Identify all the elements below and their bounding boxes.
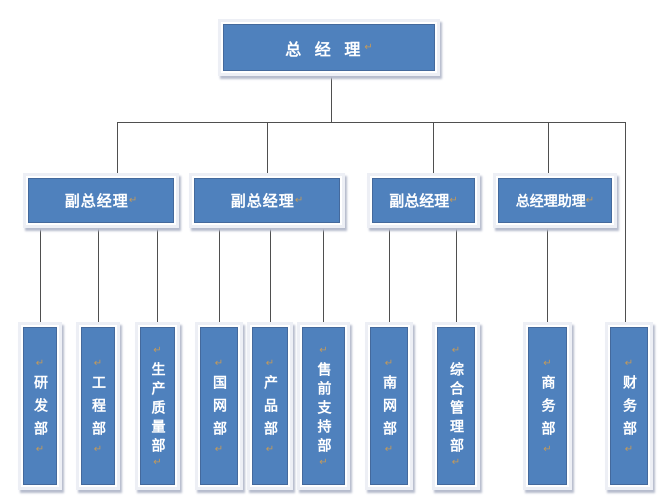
org-node-deputy-gm-1[interactable]: 副总经理 — [23, 173, 179, 228]
org-node-label: 国网部 — [211, 374, 227, 444]
org-node-deputy-gm-2[interactable]: 副总经理 — [189, 173, 345, 228]
org-node-deputy-gm-3[interactable]: 副总经理 — [367, 173, 480, 228]
connector-line — [323, 228, 324, 322]
paragraph-mark-icon — [624, 358, 635, 369]
connector-line — [548, 122, 549, 173]
paragraph-mark-icon — [364, 42, 372, 53]
paragraph-mark-icon — [295, 195, 303, 206]
paragraph-mark-icon — [93, 358, 104, 369]
org-node-engineering-dept[interactable]: 工程部 — [76, 322, 120, 490]
org-node-state-grid-dept[interactable]: 国网部 — [195, 322, 243, 490]
paragraph-mark-icon — [451, 457, 462, 468]
org-node-label: 商务部 — [539, 374, 556, 444]
paragraph-mark-icon — [265, 358, 276, 369]
connector-line — [267, 122, 268, 173]
connector-line — [331, 75, 332, 122]
org-node-label: 副总经理 — [389, 192, 450, 210]
paragraph-mark-icon — [35, 444, 46, 455]
paragraph-mark-icon — [152, 457, 163, 468]
paragraph-mark-icon — [384, 444, 395, 455]
org-node-label: 财务部 — [621, 374, 637, 444]
org-node-label: 总 经 理 — [285, 39, 365, 59]
paragraph-mark-icon — [586, 195, 594, 206]
org-node-general-admin-dept[interactable]: 综合管理部 — [432, 322, 480, 490]
connector-line — [98, 228, 99, 322]
connector-line — [433, 122, 434, 173]
org-node-label: 研发部 — [32, 374, 48, 444]
org-node-gm-assistant[interactable]: 总经理助理 — [493, 173, 617, 228]
paragraph-mark-icon — [129, 195, 137, 206]
paragraph-mark-icon — [265, 444, 276, 455]
paragraph-mark-icon — [93, 444, 104, 455]
org-node-label: 南网部 — [381, 374, 397, 444]
org-node-label: 工程部 — [90, 374, 106, 444]
connector-line — [389, 228, 390, 322]
paragraph-mark-icon — [318, 457, 329, 468]
org-node-general-manager[interactable]: 总 经 理 — [218, 19, 440, 76]
paragraph-mark-icon — [35, 358, 46, 369]
org-node-finance-dept[interactable]: 财务部 — [605, 322, 653, 490]
paragraph-mark-icon — [451, 345, 462, 356]
connector-line — [40, 228, 41, 322]
paragraph-mark-icon — [449, 195, 457, 206]
org-node-rnd-dept[interactable]: 研发部 — [18, 322, 62, 490]
connector-line — [117, 122, 118, 173]
paragraph-mark-icon — [318, 345, 329, 356]
org-node-business-dept[interactable]: 商务部 — [523, 322, 572, 490]
org-node-label: 产品部 — [262, 374, 278, 444]
org-node-label: 副总经理 — [64, 192, 129, 210]
org-node-production-quality-dept[interactable]: 生产质量部 — [135, 322, 180, 490]
org-node-label: 综合管理部 — [448, 361, 464, 457]
connector-line — [117, 122, 626, 123]
org-node-presales-support-dept[interactable]: 售前支持部 — [297, 322, 350, 490]
org-node-label: 售前支持部 — [315, 361, 332, 457]
connector-line — [219, 228, 220, 322]
paragraph-mark-icon — [624, 444, 635, 455]
paragraph-mark-icon — [542, 444, 553, 455]
org-node-label: 生产质量部 — [149, 361, 166, 457]
connector-line — [625, 122, 626, 322]
org-node-southern-grid-dept[interactable]: 南网部 — [365, 322, 413, 490]
connector-line — [157, 228, 158, 322]
paragraph-mark-icon — [214, 444, 225, 455]
connector-line — [547, 228, 548, 322]
paragraph-mark-icon — [542, 358, 553, 369]
connector-line — [456, 228, 457, 322]
org-node-label: 副总经理 — [230, 192, 295, 210]
paragraph-mark-icon — [152, 345, 163, 356]
paragraph-mark-icon — [214, 358, 225, 369]
org-node-label: 总经理助理 — [515, 193, 586, 210]
org-node-product-dept[interactable]: 产品部 — [247, 322, 293, 490]
paragraph-mark-icon — [384, 358, 395, 369]
connector-line — [270, 228, 271, 322]
